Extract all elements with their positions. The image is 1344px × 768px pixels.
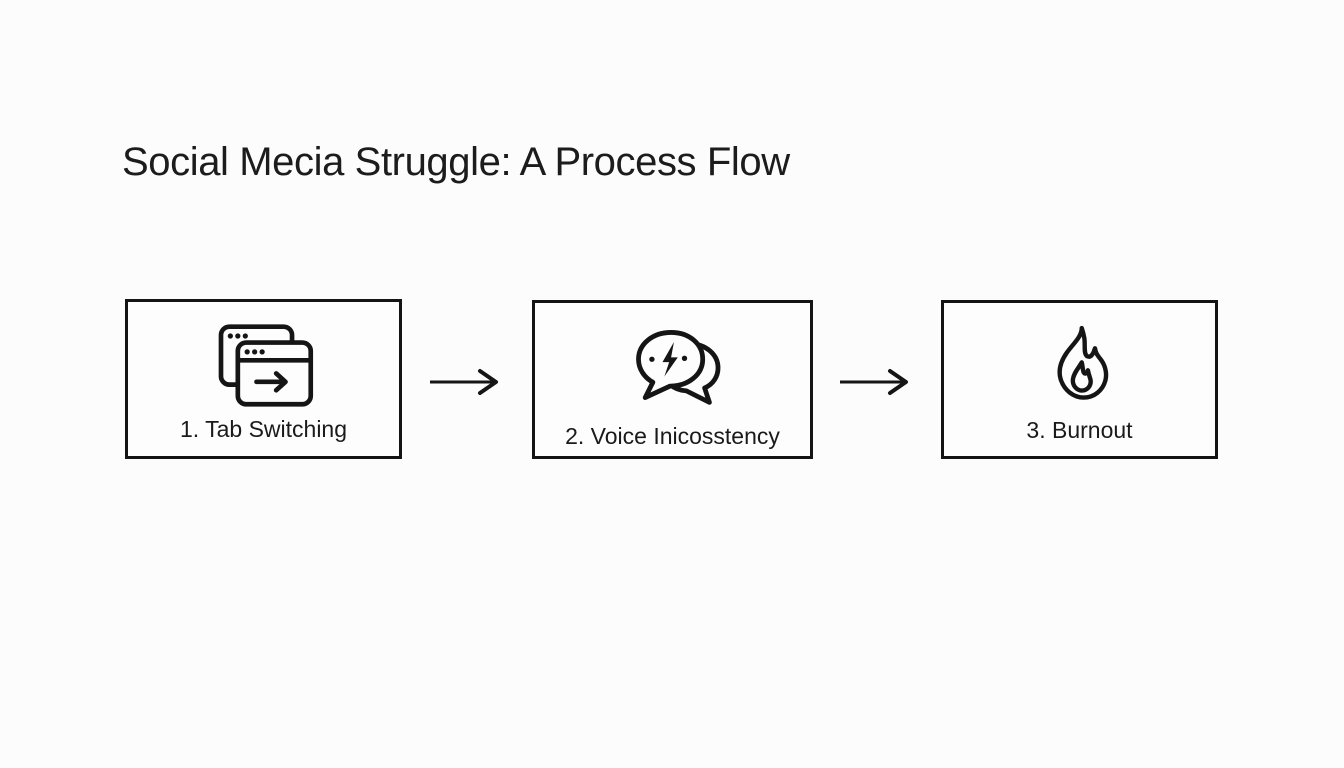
step-label: 2. Voice Inicosstency xyxy=(565,423,780,449)
step-label: 1. Tab Switching xyxy=(179,415,348,442)
flow-arrow-1 xyxy=(430,369,498,395)
diagram-title: Social Mecia Struggle: A Process Flow xyxy=(122,140,790,184)
step-box-voice-inconsistency: 2. Voice Inicosstency xyxy=(532,300,813,459)
flame-icon xyxy=(1056,325,1108,400)
browser-tabs-icon xyxy=(218,323,313,407)
flow-arrow-2 xyxy=(840,369,908,395)
step-label: 3. Burnout xyxy=(1026,417,1133,443)
step-box-burnout: 3. Burnout xyxy=(941,300,1218,459)
step-box-tab-switching: 1. Tab Switching xyxy=(125,299,402,459)
chat-conflict-icon xyxy=(635,330,720,405)
